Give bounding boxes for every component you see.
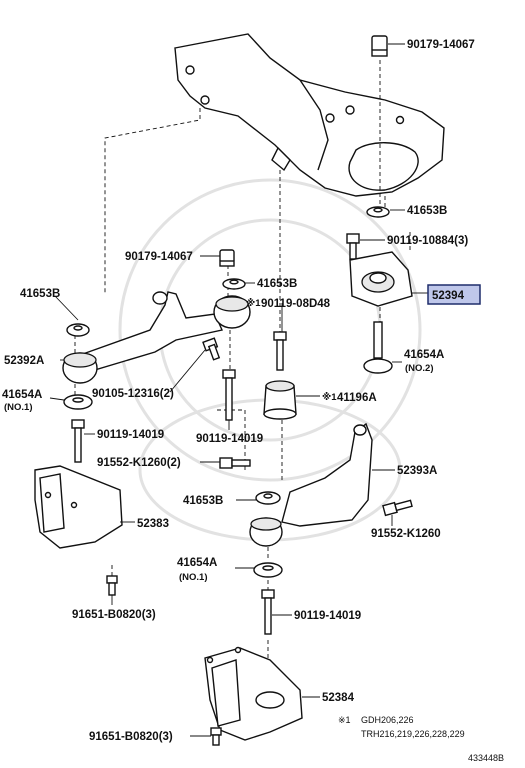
washer-41653b-mid bbox=[222, 278, 246, 290]
footnote: ※1 GDH206,226 TRH216,219,226,228,229 bbox=[338, 715, 465, 739]
callout-41654a-no1-left-qualifier: (NO.1) bbox=[4, 402, 33, 413]
svg-text:91552-K1260: 91552-K1260 bbox=[371, 528, 441, 540]
svg-text:52393A: 52393A bbox=[397, 465, 437, 477]
callout-41653b-left[interactable]: 41653B bbox=[20, 288, 60, 300]
svg-text:41653B: 41653B bbox=[407, 205, 447, 217]
svg-text:41654A: 41654A bbox=[2, 389, 42, 401]
callout-41653b-mid[interactable]: 41653B bbox=[257, 278, 297, 290]
mount-arm-52393a bbox=[249, 422, 373, 547]
svg-text:90119-08D48: 90119-08D48 bbox=[261, 298, 331, 310]
callout-labels: 90179-14067 41653B 90119-10884(3) 90179-… bbox=[2, 39, 475, 743]
footnote-mark-41196a: ※1 bbox=[322, 392, 337, 403]
bolt-91552-k1260-right bbox=[382, 499, 413, 517]
washer-41653b-right bbox=[255, 491, 281, 505]
callout-90179-14067-mid[interactable]: 90179-14067 bbox=[125, 251, 193, 263]
footnote-mark-90119-08d48: ※1 bbox=[246, 298, 261, 309]
footnote-mark: ※1 bbox=[338, 715, 351, 725]
washer-41654a-lower bbox=[253, 562, 283, 578]
bolt-91651-b0820-upper bbox=[106, 575, 118, 596]
svg-text:41654A: 41654A bbox=[177, 557, 217, 569]
svg-text:41653B: 41653B bbox=[257, 278, 297, 290]
bolt-90119-14019-lower bbox=[261, 589, 275, 635]
highlight-box-52394 bbox=[427, 284, 481, 305]
callout-41654a-no1-left[interactable]: 41654A bbox=[2, 389, 42, 401]
bracket-52383 bbox=[34, 465, 123, 549]
callout-90119-10884[interactable]: 90119-10884(3) bbox=[387, 235, 468, 247]
bolt-91651-b0820-lower bbox=[210, 727, 222, 746]
callout-90119-14019-left[interactable]: 90119-14019 bbox=[97, 429, 164, 441]
bolt-90105-12316 bbox=[202, 337, 221, 361]
callout-41196a[interactable]: 41196A bbox=[337, 392, 377, 404]
svg-text:91552-K1260(2): 91552-K1260(2) bbox=[97, 457, 181, 469]
callout-91651-b0820-upper[interactable]: 91651-B0820(3) bbox=[72, 609, 156, 621]
svg-text:52394: 52394 bbox=[432, 290, 465, 302]
svg-text:90119-10884(3): 90119-10884(3) bbox=[387, 235, 468, 247]
figure-id: 433448B bbox=[468, 753, 504, 763]
callout-41653b-right[interactable]: 41653B bbox=[183, 495, 223, 507]
svg-text:91651-B0820(3): 91651-B0820(3) bbox=[89, 731, 173, 743]
footnote-line-2: TRH216,219,226,228,229 bbox=[361, 729, 465, 739]
bolt-90119-08d48 bbox=[273, 331, 287, 371]
callout-90119-14019-lower[interactable]: 90119-14019 bbox=[294, 610, 361, 622]
svg-text:41196A: 41196A bbox=[337, 392, 377, 404]
callout-90105-12316[interactable]: 90105-12316(2) bbox=[92, 388, 174, 400]
top-nut-90179 bbox=[371, 35, 388, 57]
svg-text:52383: 52383 bbox=[137, 518, 169, 530]
callout-91651-b0820-lower[interactable]: 91651-B0820(3) bbox=[89, 731, 173, 743]
washer-41653b-upper bbox=[366, 206, 390, 218]
svg-text:90105-12316(2): 90105-12316(2) bbox=[92, 388, 174, 400]
footnote-line-1: GDH206,226 bbox=[361, 715, 414, 725]
callout-90179-14067-top[interactable]: 90179-14067 bbox=[407, 39, 475, 51]
callout-52393a[interactable]: 52393A bbox=[397, 465, 437, 477]
svg-text:90179-14067: 90179-14067 bbox=[407, 39, 475, 51]
callout-41654a-no1-lower-qualifier: (NO.1) bbox=[179, 572, 208, 583]
cushion-41196a bbox=[263, 380, 297, 420]
svg-text:41653B: 41653B bbox=[183, 495, 223, 507]
svg-text:41653B: 41653B bbox=[20, 288, 60, 300]
callout-41654a-no1-lower[interactable]: 41654A bbox=[177, 557, 217, 569]
washer-41653b-left bbox=[66, 323, 90, 337]
stud-41654a-no2 bbox=[363, 321, 393, 374]
bolt-90119-14019-left bbox=[71, 419, 85, 463]
washer-41654a-left bbox=[63, 394, 93, 410]
callout-41654a-no2-qualifier: (NO.2) bbox=[405, 363, 434, 374]
callout-52383[interactable]: 52383 bbox=[137, 518, 169, 530]
callout-41653b-top[interactable]: 41653B bbox=[407, 205, 447, 217]
svg-text:52392A: 52392A bbox=[4, 355, 44, 367]
svg-text:41654A: 41654A bbox=[404, 349, 444, 361]
bolt-90119-14019-mid bbox=[222, 369, 236, 421]
svg-text:90119-14019: 90119-14019 bbox=[294, 610, 361, 622]
bracket-52384 bbox=[204, 646, 303, 741]
nut-90179-mid bbox=[219, 249, 235, 267]
callout-90119-14019-mid[interactable]: 90119-14019 bbox=[196, 433, 263, 445]
leader-lines bbox=[49, 43, 428, 737]
mount-arm-52392a bbox=[62, 291, 251, 384]
bolt-91552-k1260-left bbox=[219, 457, 251, 469]
callout-90119-08d48[interactable]: 90119-08D48 bbox=[261, 298, 331, 310]
callout-91552-k1260-2[interactable]: 91552-K1260(2) bbox=[97, 457, 181, 469]
svg-text:90119-14019: 90119-14019 bbox=[196, 433, 263, 445]
callout-91552-k1260[interactable]: 91552-K1260 bbox=[371, 528, 441, 540]
svg-text:90119-14019: 90119-14019 bbox=[97, 429, 164, 441]
bracket-52394 bbox=[349, 251, 413, 307]
callout-41654a-no2[interactable]: 41654A bbox=[404, 349, 444, 361]
callout-52392a[interactable]: 52392A bbox=[4, 355, 44, 367]
svg-text:90179-14067: 90179-14067 bbox=[125, 251, 193, 263]
svg-text:52384: 52384 bbox=[322, 692, 355, 704]
callout-52384[interactable]: 52384 bbox=[322, 692, 355, 704]
differential-housing bbox=[174, 33, 445, 197]
callout-52394[interactable]: 52394 bbox=[432, 290, 465, 302]
svg-text:91651-B0820(3): 91651-B0820(3) bbox=[72, 609, 156, 621]
